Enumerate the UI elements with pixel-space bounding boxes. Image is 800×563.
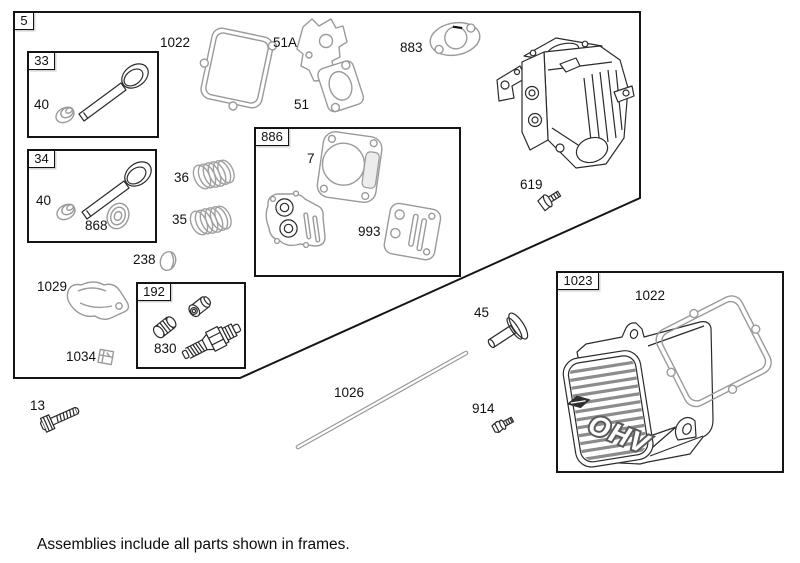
part-label-40-intake: 40 <box>36 193 52 208</box>
frame-34-tag-label: 34 <box>34 151 49 166</box>
part-label-35: 35 <box>172 212 188 227</box>
part-cylinder-head <box>496 37 635 169</box>
frame-192-tag: 192 <box>137 283 171 301</box>
part-45-tappet <box>487 312 529 348</box>
part-label-51: 51 <box>294 97 310 112</box>
frame-1023-tag: 1023 <box>557 272 599 290</box>
part-label-40-exhaust: 40 <box>34 97 50 112</box>
part-label-13: 13 <box>30 398 46 413</box>
part-label-1034: 1034 <box>66 349 97 364</box>
part-label-619: 619 <box>520 177 543 192</box>
part-label-51a: 51A <box>273 35 298 50</box>
part-1029-guard <box>66 281 130 320</box>
part-label-868: 868 <box>85 218 108 233</box>
part-label-1026: 1026 <box>334 385 365 400</box>
part-51a-plate <box>296 18 348 82</box>
part-619-bolt <box>537 190 562 212</box>
part-13-bolt <box>39 406 80 433</box>
part-label-883: 883 <box>400 40 423 55</box>
part-1022-gasket-top <box>199 27 278 111</box>
part-label-238: 238 <box>133 252 156 267</box>
part-33-valve <box>78 63 149 122</box>
part-914-screw <box>491 416 515 434</box>
part-label-830: 830 <box>154 341 177 356</box>
part-51-gasket <box>317 60 365 113</box>
part-7-head-gasket <box>316 131 383 204</box>
part-1026-push-rod <box>295 350 469 450</box>
part-label-914: 914 <box>472 401 495 416</box>
part-1023-valve-cover: OHV <box>562 321 714 468</box>
frame-5-tag-label: 5 <box>20 13 28 28</box>
part-label-7: 7 <box>307 151 315 166</box>
part-868-valve-seal <box>106 202 130 230</box>
frame-5-border <box>13 11 641 379</box>
part-1022-cover-gasket <box>655 295 772 408</box>
part-993-plate <box>383 202 442 261</box>
part-830-spark-plug <box>181 323 242 360</box>
part-40-retainer-intake <box>56 203 76 221</box>
frame-33-tag-label: 33 <box>34 53 49 68</box>
frame-34-border <box>27 149 157 243</box>
part-1034-clip <box>97 348 115 366</box>
frame-886-border <box>254 127 461 277</box>
part-label-36: 36 <box>174 170 190 185</box>
part-label-1029: 1029 <box>37 279 68 294</box>
part-label-45: 45 <box>474 305 490 320</box>
frame-33-tag: 33 <box>28 52 55 70</box>
part-40-retainer-exhaust <box>55 106 75 124</box>
part-label-1022-cover: 1022 <box>635 288 666 303</box>
part-35-spring <box>189 205 232 236</box>
assemblies-note: Assemblies include all parts shown in fr… <box>37 536 350 553</box>
frame-1023-tag-label: 1023 <box>563 273 593 288</box>
frame-886-tag: 886 <box>255 128 289 146</box>
part-rocker-plate-assembly <box>265 190 326 249</box>
frame-886-tag-label: 886 <box>261 129 283 144</box>
part-label-1022-top: 1022 <box>160 35 191 50</box>
part-label-993: 993 <box>358 224 381 239</box>
part-36-spring <box>192 159 235 190</box>
frame-192-border <box>136 282 246 369</box>
part-192-terminal-nut <box>188 296 212 318</box>
frame-33-border <box>27 51 159 138</box>
frame-192-tag-label: 192 <box>143 284 165 299</box>
frame-5-tag: 5 <box>14 12 34 30</box>
frame-1023-border <box>556 271 784 473</box>
part-34-valve <box>81 161 152 220</box>
part-192-bushing <box>152 316 177 339</box>
frame-34-tag: 34 <box>28 150 55 168</box>
part-238-cap <box>159 250 177 272</box>
part-883-gasket <box>429 21 481 57</box>
